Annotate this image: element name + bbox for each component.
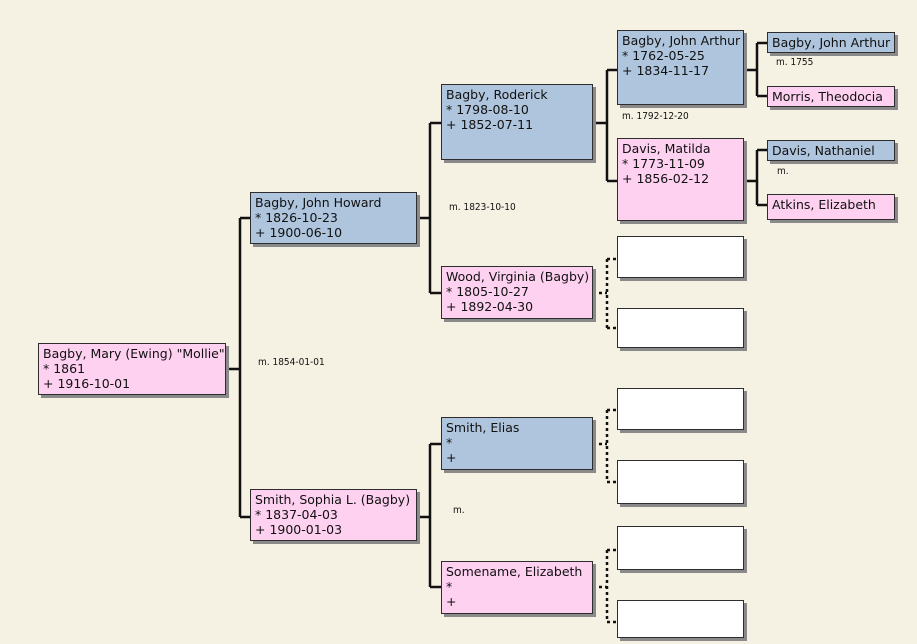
person-box-gg-grandmother-1[interactable]: Morris, Theodocia — [767, 86, 895, 107]
person-birth: * 1805-10-27 — [446, 284, 529, 299]
marriage-label-root-parents: m. 1854-01-01 — [258, 357, 325, 368]
connector-matilda — [744, 148, 767, 207]
empty-person-box[interactable] — [617, 388, 744, 430]
person-box-mother[interactable]: Smith, Sophia L. (Bagby) * 1837-04-03 + … — [250, 489, 417, 541]
person-box-maternal-grandfather[interactable]: Smith, Elias * + — [441, 417, 593, 470]
person-death: + 1852-07-11 — [446, 117, 534, 132]
person-name: Morris, Theodocia — [772, 89, 883, 104]
person-box-paternal-grandmother[interactable]: Wood, Virginia (Bagby) * 1805-10-27 + 18… — [441, 266, 593, 319]
person-birth: * 1861 — [43, 361, 86, 376]
person-birth: * 1798-08-10 — [446, 102, 529, 117]
empty-person-box[interactable] — [617, 308, 744, 348]
person-birth: * — [446, 579, 453, 594]
person-name: Bagby, John Arthur — [772, 35, 891, 50]
person-birth: * 1837-04-03 — [255, 507, 338, 522]
connector-roderick — [593, 68, 617, 183]
person-name: Wood, Virginia (Bagby) — [446, 269, 590, 284]
marriage-label-roderick-parents: m. 1792-12-20 — [622, 111, 689, 122]
marriage-label-mother-parents: m. — [453, 505, 465, 516]
connector-elizabeth-unknown — [593, 548, 617, 624]
person-box-gg-grandfather-2[interactable]: Davis, Nathaniel — [767, 140, 895, 161]
person-box-maternal-grandmother[interactable]: Somename, Elizabeth * + — [441, 561, 593, 614]
person-box-father[interactable]: Bagby, John Howard * 1826-10-23 + 1900-0… — [250, 192, 417, 244]
person-birth: * 1826-10-23 — [255, 210, 338, 225]
person-death: + — [446, 594, 457, 609]
empty-person-box[interactable] — [617, 236, 744, 278]
person-box-root[interactable]: Bagby, Mary (Ewing) "Mollie" * 1861 + 19… — [38, 343, 226, 395]
empty-person-box[interactable] — [617, 460, 744, 504]
person-death: + 1900-06-10 — [255, 225, 343, 240]
person-birth: * 1773-11-09 — [622, 156, 705, 171]
connector-elias-unknown — [593, 408, 617, 484]
person-death: + 1892-04-30 — [446, 299, 534, 314]
person-death: + 1916-10-01 — [43, 376, 131, 391]
person-box-gg-grandmother-2[interactable]: Atkins, Elizabeth — [767, 194, 895, 220]
person-death: + 1834-11-17 — [622, 63, 710, 78]
person-name: Bagby, Roderick — [446, 87, 548, 102]
connector-virginia-unknown — [593, 257, 617, 330]
person-name: Somename, Elizabeth — [446, 564, 583, 579]
person-box-paternal-grandfather[interactable]: Bagby, Roderick * 1798-08-10 + 1852-07-1… — [441, 84, 593, 160]
person-birth: * 1762-05-25 — [622, 48, 705, 63]
person-death: + 1856-02-12 — [622, 171, 710, 186]
marriage-label-matilda-parents: m. — [777, 166, 789, 177]
person-name: Davis, Nathaniel — [772, 143, 875, 158]
marriage-label-john-arthur-parents: m. 1755 — [776, 57, 814, 68]
person-death: + 1900-01-03 — [255, 522, 343, 537]
person-box-gg-grandfather-1[interactable]: Bagby, John Arthur — [767, 32, 895, 53]
person-name: Davis, Matilda — [622, 141, 711, 156]
marriage-label-father-parents: m. 1823-10-10 — [449, 202, 516, 213]
connector-john-arthur — [744, 41, 767, 98]
person-name: Bagby, John Howard — [255, 195, 382, 210]
connector-father — [417, 121, 441, 295]
person-name: Atkins, Elizabeth — [772, 197, 876, 212]
person-death: + — [446, 450, 457, 465]
person-box-great-grandmother[interactable]: Davis, Matilda * 1773-11-09 + 1856-02-12 — [617, 138, 744, 221]
connector-root — [226, 216, 250, 519]
person-birth: * — [446, 435, 453, 450]
person-name: Smith, Sophia L. (Bagby) — [255, 492, 411, 507]
person-name: Smith, Elias — [446, 420, 520, 435]
empty-person-box[interactable] — [617, 526, 744, 570]
person-name: Bagby, Mary (Ewing) "Mollie" — [43, 346, 225, 361]
empty-person-box[interactable] — [617, 600, 744, 638]
connector-mother — [417, 442, 441, 589]
person-name: Bagby, John Arthur — [622, 33, 741, 48]
person-box-great-grandfather[interactable]: Bagby, John Arthur * 1762-05-25 + 1834-1… — [617, 30, 744, 105]
